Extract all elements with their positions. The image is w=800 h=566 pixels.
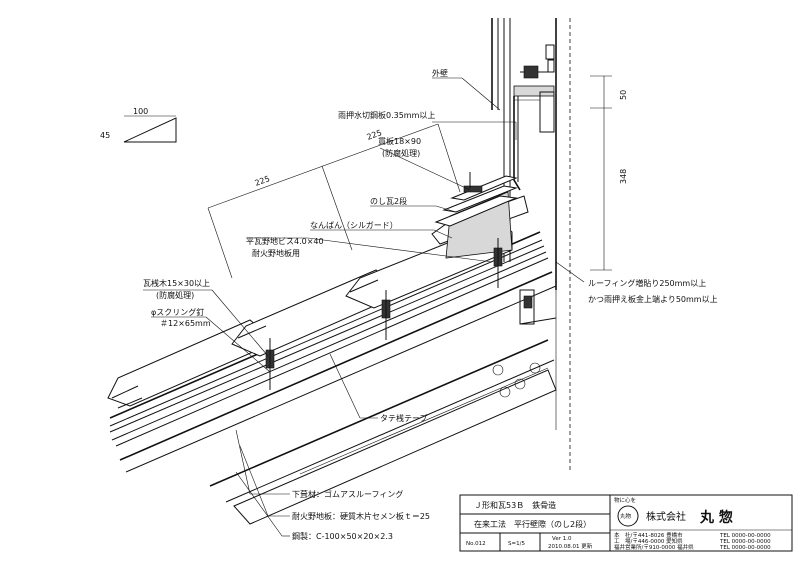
company-name: 丸 惣 [699,509,733,526]
label-tile-screw: 平瓦野地ビス4.0×40 [246,236,324,246]
tel-factory: TEL 0000-00-0000 [719,539,771,545]
drawing-version: Ver 1.0 [552,536,572,542]
company-motto: 物に心を [614,496,636,504]
address-factory: 工 場/〒446-0000 愛知県 [614,537,683,545]
roof-deck-layers [109,231,557,503]
label-steel-member: 鋼製：C-100×50×20×2.3 [292,531,393,541]
dim-50: 50 [619,90,628,100]
drawing-scale: S=1/5 [508,541,525,547]
exterior-wall [491,18,571,470]
label-nuki-board-note: (防腐処理) [382,148,420,158]
leader-lines [143,77,585,537]
ridge-tiles-and-mortar [434,172,518,259]
slope-rise-label: 45 [100,131,110,140]
dim-348: 348 [619,169,628,184]
label-roofing-extra: ルーフィング増貼り250mm以上 [588,278,706,288]
label-fireproof-deck: 耐火野地板：硬質木片セメン板ｔ＝25 [292,511,430,521]
address-branch: 福井営業所/〒910-0000 福井県 [614,543,694,551]
label-underlay: 下葺材：ゴムアスルーフィング [292,489,403,499]
company-prefix: 株式会社 [646,510,686,523]
tel-head-office: TEL 0000-00-0000 [719,533,771,539]
title-block: Ｊ形和瓦53Ｂ 鉄骨造 在来工法 平行壁際（のし2段） No.012 S=1/5… [459,494,793,552]
company-logo-icon [617,505,639,527]
label-flashing: 雨押水切鋼板0.35mm以上 [338,110,435,120]
label-batten: 瓦桟木15×30以上 [143,278,210,288]
label-roofing-extra-note: かつ雨押え板金上端より50mm以上 [588,294,718,304]
slope-run-label: 100 [133,107,148,116]
address-head-office: 本 社/〒441-8026 豊橋市 [614,531,683,539]
label-tate-tape: タテ桟テープ [380,413,428,423]
title-line-2: 在来工法 平行壁際（のし2段） [474,519,591,529]
label-nanban: なんばん（シルガード） [310,220,398,230]
tel-branch: TEL 0000-00-0000 [719,545,771,551]
annotation-labels: 外壁 雨押水切鋼板0.35mm以上 貫板18×90 (防腐処理) のし瓦2段 な… [143,68,718,541]
company-logo-text: 丸物 [620,512,632,520]
flashing-plate [513,96,540,191]
label-noshi-tiles: のし瓦2段 [370,196,407,206]
label-ring-nail: φスクリング釘 [151,307,204,317]
label-batten-note: (防腐処理) [156,290,194,300]
drawing-date: 2010.08.01 更新 [548,542,593,550]
label-nuki-board: 貫板18×90 [378,136,421,146]
battens-and-screws [265,238,503,390]
vertical-dimension-lines: 50 348 [590,75,628,271]
slope-scale-triangle: 100 45 [100,107,177,143]
label-tile-screw-note: 耐火野地板用 [252,248,300,258]
label-ring-nail-size: ＃12×65mm [160,319,211,328]
title-line-1: Ｊ形和瓦53Ｂ 鉄骨造 [474,500,556,510]
steel-channel [233,289,557,525]
label-exterior-wall: 外壁 [432,68,448,78]
drawing-number: No.012 [466,541,486,547]
